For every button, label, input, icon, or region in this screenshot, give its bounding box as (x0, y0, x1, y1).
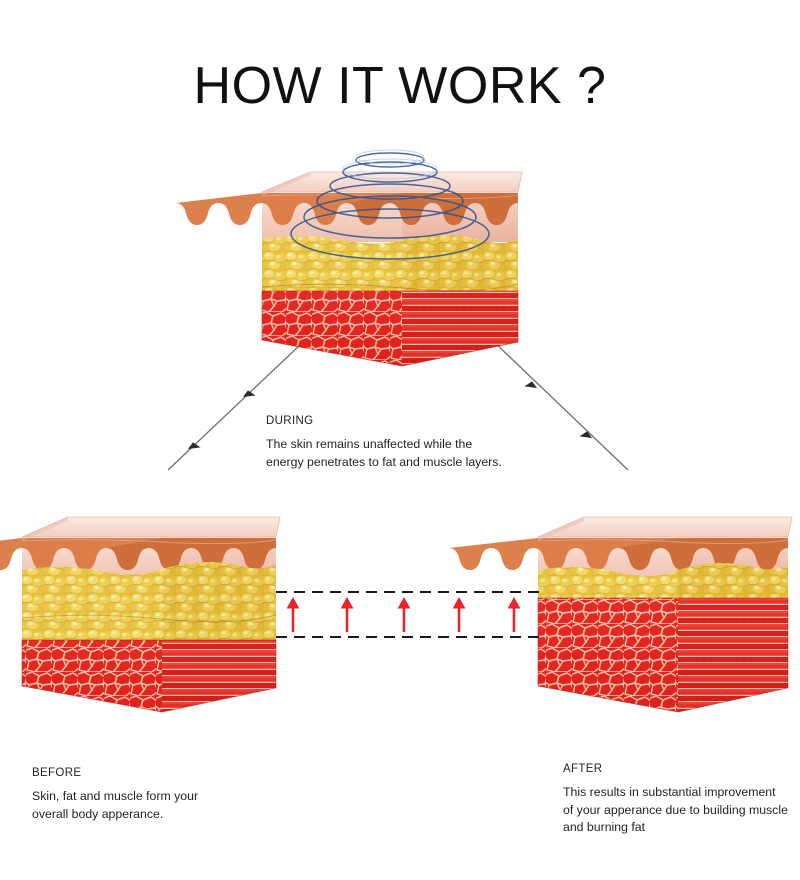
up-arrow (286, 597, 300, 632)
up-arrow (397, 597, 411, 632)
caption-before-body: Skin, fat and muscle form your overall b… (32, 789, 199, 821)
transition-guide-lines (276, 590, 540, 639)
caption-during: DURING The skin remains unaffected while… (266, 414, 528, 471)
page-title: HOW IT WORK ? (193, 57, 607, 115)
up-arrow (340, 597, 354, 632)
caption-during-heading: DURING (266, 415, 314, 427)
skin-fat-muscle-block-after (448, 516, 793, 713)
caption-during-body: The skin remains unaffected while the en… (266, 437, 502, 469)
up-arrow (452, 597, 466, 632)
caption-before-heading: BEFORE (32, 767, 82, 779)
up-arrow (507, 597, 521, 632)
caption-after-body: This results in substantial improvement … (563, 785, 788, 834)
caption-after-heading: AFTER (563, 763, 603, 775)
transition-arrows (286, 597, 521, 632)
energy-waves-highlight (342, 149, 438, 180)
connector-during-to-after-arrowheads (524, 381, 592, 438)
connector-during-to-before-arrowheads (188, 390, 256, 449)
skin-fat-muscle-block-during (175, 149, 523, 367)
caption-before: BEFORE Skin, fat and muscle form your ov… (32, 766, 282, 823)
skin-fat-muscle-block-before (0, 516, 281, 713)
caption-after: AFTER This results in substantial improv… (563, 762, 800, 837)
energy-waves (290, 152, 490, 260)
